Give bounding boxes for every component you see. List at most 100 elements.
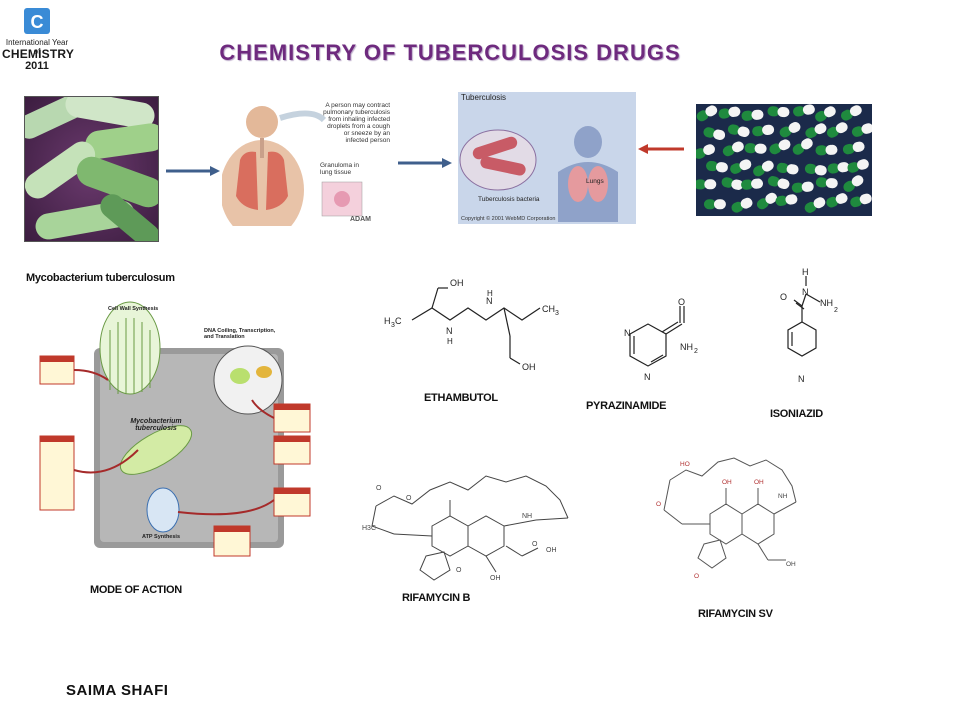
svg-text:NH: NH <box>778 493 788 500</box>
dna-label: DNA Coiling, Transcription, and Translat… <box>204 328 276 340</box>
svg-text:O: O <box>456 567 462 574</box>
svg-text:O: O <box>376 485 382 492</box>
svg-text:N: N <box>798 374 805 384</box>
svg-text:NH: NH <box>820 298 833 308</box>
capsule-shape <box>767 176 790 190</box>
capsule-shape <box>727 124 750 137</box>
capsule-shape <box>722 141 744 157</box>
svg-text:C: C <box>395 316 402 326</box>
tb-bacteria-label: Tuberculosis bacteria <box>478 196 540 203</box>
capsule-shape <box>776 162 799 175</box>
capsule-shape <box>756 192 778 210</box>
capsule-shape <box>826 193 848 208</box>
arrow-right-icon <box>166 166 220 176</box>
svg-text:N: N <box>644 372 651 382</box>
svg-text:O: O <box>780 292 787 302</box>
capsule-shape <box>851 123 872 137</box>
capsule-shape <box>843 175 864 192</box>
capsule-shape <box>826 122 848 138</box>
tb-panel-title: Tuberculosis <box>461 93 507 102</box>
logo-line-1: International Year of <box>5 38 69 56</box>
capsule-shape <box>703 127 726 141</box>
capsule-shape <box>696 144 715 159</box>
adam-label: ADAM <box>350 216 371 223</box>
svg-text:CH: CH <box>542 304 555 314</box>
svg-text:OH: OH <box>786 561 796 568</box>
svg-text:OH: OH <box>450 278 464 288</box>
svg-text:N: N <box>446 326 453 336</box>
capsule-shape <box>815 177 838 189</box>
capsule-shape <box>767 106 790 118</box>
capsule-shape <box>827 162 850 174</box>
center-label: Mycobacterium tuberculosis <box>130 418 182 432</box>
lung-infection-illustration: A person may contract pulmonary tubercul… <box>222 100 390 226</box>
capsule-shape <box>731 197 753 213</box>
mode-of-action-diagram: Cell Wall Synthesis DNA Coiling, Transcr… <box>38 300 318 570</box>
pyrazinamide-label: PYRAZINAMIDE <box>586 400 667 412</box>
arrow-right-icon <box>398 158 452 168</box>
svg-text:N: N <box>802 287 809 297</box>
cell-wall-label: Cell Wall Synthesis <box>108 306 159 312</box>
capsule-shape <box>718 106 741 119</box>
capsule-shape <box>744 143 767 154</box>
svg-text:H: H <box>487 289 493 298</box>
copyright-label: Copyright © 2001 WebMD Corporation <box>461 216 556 222</box>
rifamycin-sv-label: RIFAMYCIN SV <box>698 608 773 620</box>
svg-text:N: N <box>624 328 631 338</box>
svg-text:H3C: H3C <box>362 525 376 532</box>
capsule-shape <box>721 177 744 190</box>
svg-text:OH: OH <box>722 479 732 486</box>
capsule-shape <box>730 159 752 174</box>
capsule-shape <box>703 199 726 210</box>
mode-of-action-caption: MODE OF ACTION <box>90 584 182 596</box>
capsule-shape <box>753 160 774 177</box>
capsule-shape <box>847 159 869 173</box>
author-name: SAIMA SHAFI <box>66 682 169 699</box>
svg-text:2: 2 <box>834 307 838 314</box>
capsule-shape <box>696 105 718 122</box>
iyc-2011-logo: C International Year of CHEMISTRY 2011 <box>2 6 74 72</box>
capsule-shape <box>842 141 865 155</box>
svg-text:3: 3 <box>555 310 559 317</box>
arrow-left-icon <box>638 144 684 154</box>
capsule-shape <box>752 124 775 137</box>
bacterium-caption: Mycobacterium tuberculosum <box>26 272 175 284</box>
svg-text:N: N <box>486 296 493 306</box>
svg-text:OH: OH <box>522 362 536 372</box>
capsule-shape <box>815 144 838 156</box>
ethambutol-label: ETHAMBUTOL <box>424 392 498 404</box>
svg-text:O: O <box>694 573 699 580</box>
svg-text:H: H <box>802 267 809 277</box>
svg-text:O: O <box>532 541 538 548</box>
isoniazid-structure: H N O NH2 N <box>780 267 838 384</box>
isoniazid-label: ISONIAZID <box>770 408 823 420</box>
tb-lungs-panel: Tuberculosis Tuberculosis bacteria Lungs… <box>458 92 636 224</box>
lungs-label: Lungs <box>586 178 604 185</box>
bacterium-micrograph <box>24 96 159 242</box>
svg-text:H: H <box>384 316 391 326</box>
svg-text:OH: OH <box>754 479 764 486</box>
capsule-shape <box>741 178 764 190</box>
capsule-shape <box>791 181 814 193</box>
capsule-shape <box>804 163 827 176</box>
svg-text:OH: OH <box>546 547 557 554</box>
atp-label: ATP Synthesis <box>142 534 181 540</box>
svg-text:2: 2 <box>694 348 698 355</box>
svg-text:H: H <box>447 337 453 346</box>
svg-text:3: 3 <box>391 322 395 329</box>
rifamycin-b-label: RIFAMYCIN B <box>402 592 471 604</box>
slide-title: CHEMISTRY OF TUBERCULOSIS DRUGS <box>219 40 681 65</box>
capsule-shape <box>840 105 862 121</box>
capsule-shape <box>769 139 791 155</box>
svg-text:NH: NH <box>680 342 693 352</box>
capsule-shape <box>775 194 798 206</box>
capsule-shape <box>779 122 801 138</box>
logo-line-3: 2011 <box>25 60 49 72</box>
svg-text:HO: HO <box>680 461 690 468</box>
svg-text:NH: NH <box>522 513 532 520</box>
svg-text:O: O <box>406 495 412 502</box>
